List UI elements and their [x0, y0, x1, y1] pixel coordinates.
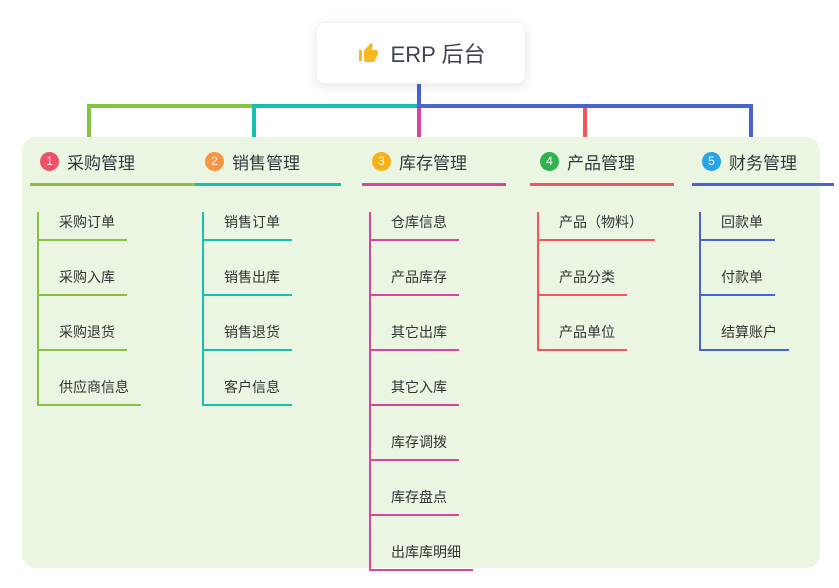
branch-3: 3 库存管理 仓库信息产品库存其它出库其它入库库存调拨库存盘点出库库明细 — [362, 149, 506, 571]
child-node[interactable]: 销售订单 — [204, 212, 292, 241]
bus-line — [87, 104, 256, 108]
branch-4: 4 产品管理 产品（物料） 产品分类产品单位 — [530, 149, 674, 351]
child-node[interactable]: 其它入库 — [371, 377, 459, 406]
child-node[interactable]: 产品库存 — [371, 267, 459, 296]
child-node[interactable]: 客户信息 — [204, 377, 292, 406]
child-node[interactable]: 产品（物料） — [539, 212, 655, 241]
branch-5: 5 财务管理 回款单付款单结算账户 — [692, 149, 834, 351]
branch-2: 2 销售管理 销售订单销售出库销售退货客户信息 — [195, 149, 341, 406]
child-node[interactable]: 采购退货 — [39, 322, 127, 351]
child-node[interactable]: 销售出库 — [204, 267, 292, 296]
branch-children: 采购订单采购入库采购退货供应商信息 — [37, 212, 213, 406]
branch-1: 1 采购管理 采购订单采购入库采购退货供应商信息 — [30, 149, 213, 406]
branch-drop-line — [252, 104, 256, 147]
branch-label: 销售管理 — [232, 154, 300, 173]
child-node[interactable]: 付款单 — [701, 267, 775, 296]
child-node[interactable]: 供应商信息 — [39, 377, 141, 406]
thumbs-up-icon — [358, 43, 378, 62]
branch-number-badge: 4 — [540, 152, 559, 171]
branch-label: 财务管理 — [729, 154, 797, 173]
child-node[interactable]: 回款单 — [701, 212, 775, 241]
child-node[interactable]: 出库库明细 — [371, 542, 473, 571]
branches-panel: 1 采购管理 采购订单采购入库采购退货供应商信息 2 销售管理 销售订单销售出库… — [22, 137, 834, 571]
branch-number-badge: 5 — [702, 152, 721, 171]
child-node[interactable]: 销售退货 — [204, 322, 292, 351]
branch-header[interactable]: 5 财务管理 — [692, 149, 834, 186]
child-node[interactable]: 采购订单 — [39, 212, 127, 241]
branch-label: 产品管理 — [567, 154, 635, 173]
branch-header[interactable]: 3 库存管理 — [362, 149, 506, 186]
branch-drop-line — [583, 104, 587, 147]
branch-number-badge: 3 — [372, 152, 391, 171]
root-stem-line — [417, 82, 421, 108]
branch-children: 仓库信息产品库存其它出库其它入库库存调拨库存盘点出库库明细 — [369, 212, 506, 571]
branch-label: 采购管理 — [67, 154, 135, 173]
root-node[interactable]: ERP 后台 — [316, 22, 526, 84]
branch-drop-line — [87, 104, 91, 147]
branch-header[interactable]: 2 销售管理 — [195, 149, 341, 186]
bus-line — [417, 104, 753, 108]
child-node[interactable]: 产品单位 — [539, 322, 627, 351]
branch-number-badge: 2 — [205, 152, 224, 171]
bus-line — [252, 104, 421, 108]
branch-header[interactable]: 4 产品管理 — [530, 149, 674, 186]
child-node[interactable]: 库存调拨 — [371, 432, 459, 461]
child-node[interactable]: 采购入库 — [39, 267, 127, 296]
child-node[interactable]: 结算账户 — [701, 322, 789, 351]
branch-drop-line — [417, 104, 421, 147]
root-label: ERP 后台 — [390, 42, 486, 67]
branch-label: 库存管理 — [399, 154, 467, 173]
branch-header[interactable]: 1 采购管理 — [30, 149, 213, 186]
branch-children: 回款单付款单结算账户 — [699, 212, 834, 351]
child-node[interactable]: 仓库信息 — [371, 212, 459, 241]
branch-drop-line — [749, 104, 753, 147]
branch-children: 销售订单销售出库销售退货客户信息 — [202, 212, 341, 406]
child-node[interactable]: 其它出库 — [371, 322, 459, 351]
child-node[interactable]: 产品分类 — [539, 267, 627, 296]
branch-number-badge: 1 — [40, 152, 59, 171]
branch-children: 产品（物料） 产品分类产品单位 — [537, 212, 674, 351]
child-node[interactable]: 库存盘点 — [371, 487, 459, 516]
